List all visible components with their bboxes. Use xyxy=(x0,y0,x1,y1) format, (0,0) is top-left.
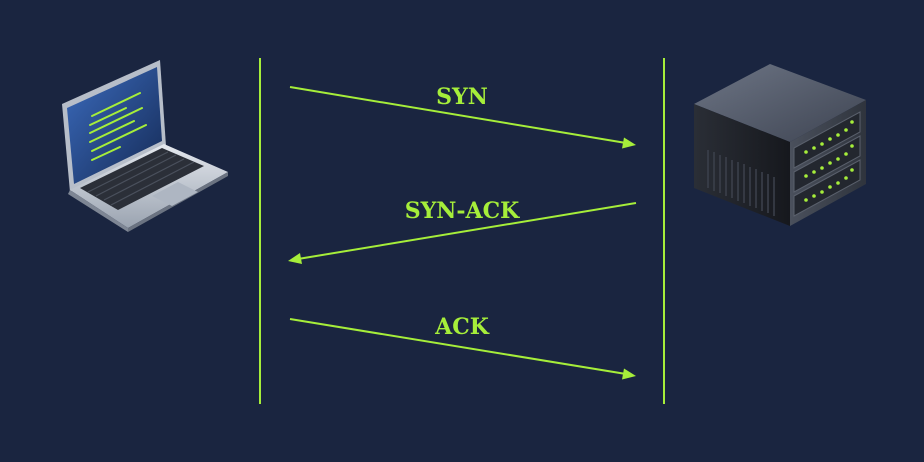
syn-arrowhead xyxy=(622,137,636,149)
syn-ack-arrow xyxy=(297,202,637,260)
ack-arrow xyxy=(289,318,627,375)
syn-ack-arrowhead xyxy=(288,253,302,264)
message-syn-ack: SYN-ACK xyxy=(288,198,637,264)
syn-label: SYN xyxy=(436,84,488,110)
ack-label: ACK xyxy=(434,314,490,340)
syn-ack-label: SYN-ACK xyxy=(405,198,520,224)
message-syn: SYN xyxy=(289,84,636,149)
ack-arrowhead xyxy=(622,368,636,380)
server-icon xyxy=(694,64,866,226)
message-ack: ACK xyxy=(289,314,636,380)
syn-arrow xyxy=(289,86,627,144)
laptop-icon xyxy=(62,60,228,232)
